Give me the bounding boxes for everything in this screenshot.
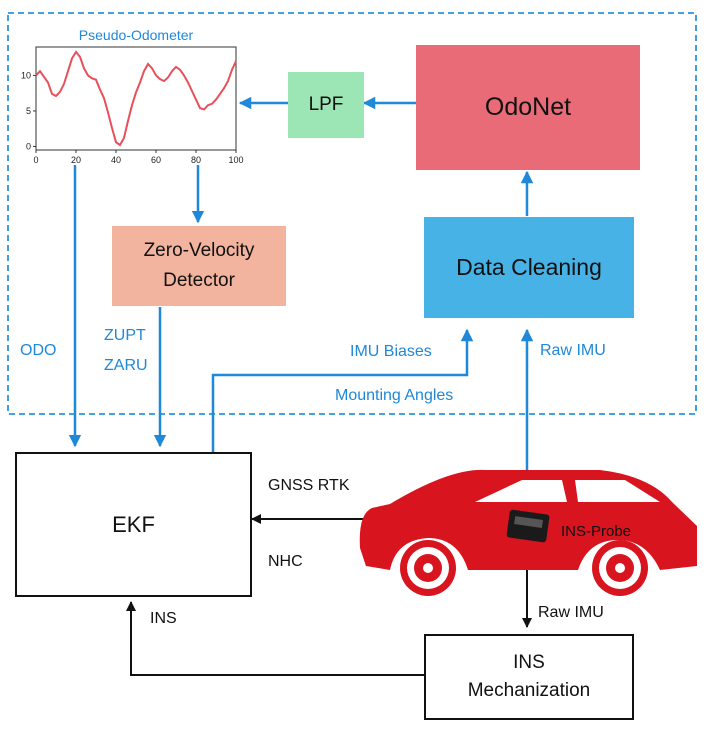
- ins-label: INS: [150, 610, 177, 627]
- data-cleaning-label: Data Cleaning: [456, 254, 602, 280]
- zupt-label: ZUPT: [104, 327, 146, 344]
- x-tick-label: 0: [33, 155, 38, 165]
- y-tick-label: 10: [21, 70, 31, 80]
- data-cleaning-box: Data Cleaning: [424, 217, 634, 318]
- x-tick-label: 20: [71, 155, 81, 165]
- mounting-angles-label: Mounting Angles: [335, 387, 454, 404]
- learning-module-boundary: [7, 12, 697, 415]
- nhc-label: NHC: [268, 553, 303, 570]
- ekf-box: EKF: [15, 452, 252, 597]
- y-tick-label: 0: [26, 141, 31, 151]
- x-tick-label: 80: [191, 155, 201, 165]
- x-tick-label: 40: [111, 155, 121, 165]
- lpf-box: LPF: [288, 72, 364, 138]
- car-rear-wheel-icon: [592, 540, 648, 596]
- zero-velocity-label-line2: Detector: [163, 270, 235, 291]
- car-icon: [359, 469, 697, 596]
- imu-biases-label: IMU Biases: [350, 343, 432, 360]
- odonet-box: OdoNet: [416, 45, 640, 170]
- series-line: [35, 50, 237, 147]
- arrow-ins-mech-to-ekf: [126, 601, 424, 676]
- plot-frame: [35, 46, 237, 151]
- ins-probe-label: INS-Probe: [561, 523, 632, 540]
- arrow-ekf-to-data-cleaning: [211, 328, 474, 452]
- ins-mech-label-line1: INS: [513, 652, 545, 673]
- x-tick-label: 60: [151, 155, 161, 165]
- y-tick-label: 5: [26, 106, 31, 116]
- car-front-wheel-icon: [400, 540, 456, 596]
- ins-probe-device-icon: [506, 509, 550, 543]
- zero-velocity-label-line1: Zero-Velocity: [143, 240, 255, 261]
- ins-mechanization-box: INS Mechanization: [424, 634, 634, 720]
- zero-velocity-detector-box: Zero-Velocity Detector: [112, 226, 286, 306]
- raw-imu-bottom-label: Raw IMU: [538, 604, 604, 621]
- raw-imu-top-label: Raw IMU: [540, 342, 606, 359]
- ekf-label: EKF: [112, 511, 155, 537]
- plot-title: Pseudo-Odometer: [78, 27, 194, 43]
- odo-label: ODO: [20, 342, 57, 359]
- lpf-label: LPF: [308, 94, 344, 115]
- x-tick-label: 100: [228, 155, 243, 165]
- pseudo-odometer-plot: 0 20 40 60 80 100 0 5 10: [21, 46, 244, 165]
- zaru-label: ZARU: [104, 357, 148, 374]
- gnss-rtk-label: GNSS RTK: [268, 477, 350, 494]
- ins-mech-label-line2: Mechanization: [467, 680, 591, 701]
- odonet-label: OdoNet: [484, 93, 572, 121]
